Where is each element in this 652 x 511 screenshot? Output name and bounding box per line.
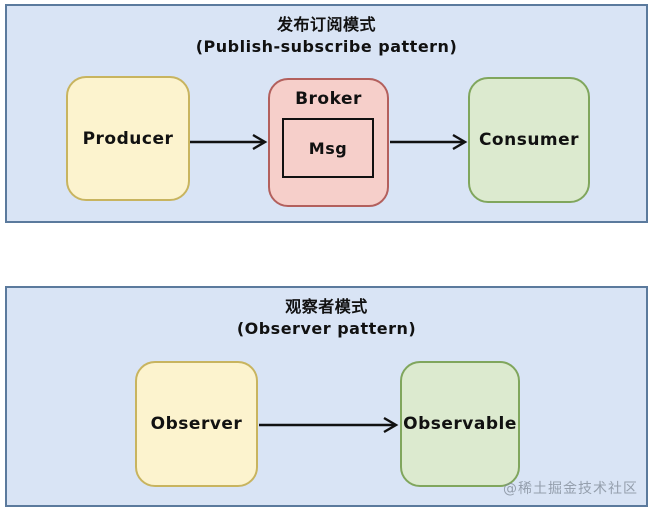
consumer-label: Consumer — [478, 130, 580, 150]
observable-node: Observable — [400, 361, 520, 487]
arrow-observer-to-observable — [259, 416, 399, 434]
observer-panel: 观察者模式 (Observer pattern) Observer Observ… — [5, 286, 648, 507]
watermark: @稀土掘金技术社区 — [503, 481, 638, 497]
pubsub-subtitle: (Publish-subscribe pattern) — [195, 37, 458, 56]
broker-label: Broker — [295, 89, 362, 109]
consumer-node: Consumer — [468, 77, 590, 203]
observer-title: 观察者模式 — [285, 297, 368, 316]
producer-label: Producer — [82, 128, 174, 149]
observer-subtitle: (Observer pattern) — [236, 319, 417, 338]
arrow-producer-to-broker — [190, 133, 268, 151]
pubsub-panel: 发布订阅模式 (Publish-subscribe pattern) Produ… — [5, 4, 648, 223]
arrow-broker-to-consumer — [390, 133, 468, 151]
broker-node: Broker Msg — [268, 78, 389, 207]
observer-node: Observer — [135, 361, 258, 487]
producer-node: Producer — [66, 76, 190, 201]
msg-label: Msg — [308, 138, 348, 158]
msg-box: Msg — [282, 118, 374, 178]
pubsub-title: 发布订阅模式 — [276, 15, 376, 34]
observable-label: Observable — [403, 414, 517, 434]
observer-label: Observer — [150, 414, 243, 434]
